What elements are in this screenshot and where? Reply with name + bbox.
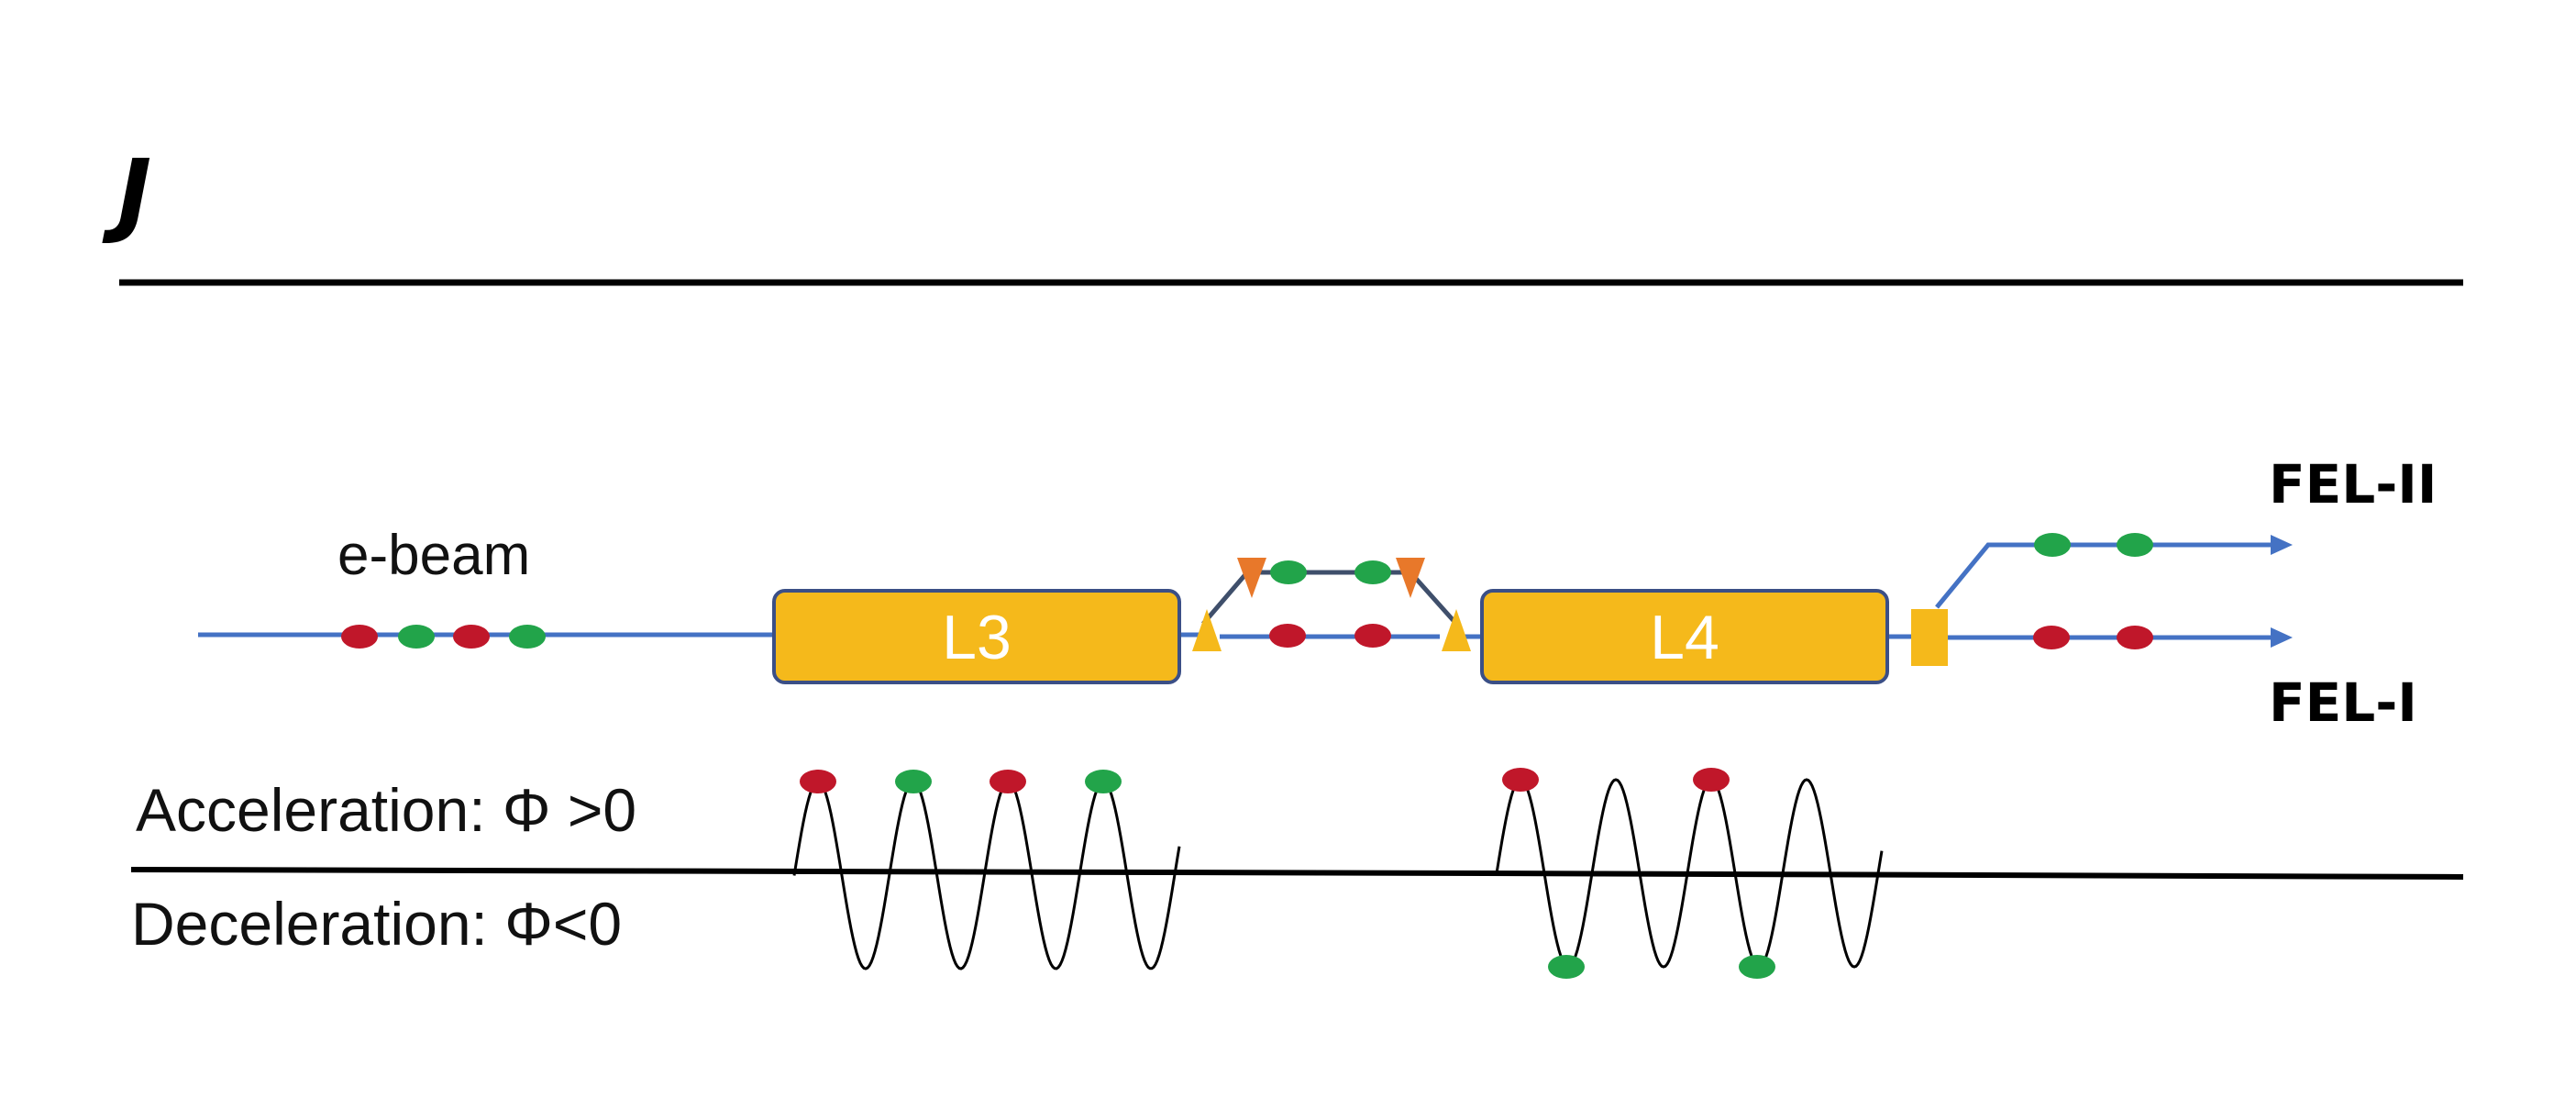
cavity-l4: L4 bbox=[1480, 589, 1889, 684]
dipole-magnet-1 bbox=[1192, 609, 1222, 651]
bunch-red bbox=[1269, 624, 1306, 648]
rf-wave-l3 bbox=[792, 780, 1181, 970]
bunch-green bbox=[1085, 770, 1122, 793]
bunch-red bbox=[1693, 768, 1730, 792]
acceleration-label: Acceleration: Φ >0 bbox=[136, 776, 636, 844]
bunch-red bbox=[989, 770, 1026, 793]
fel-i-label: FEL-I bbox=[2269, 671, 2417, 734]
bunch-green bbox=[1270, 560, 1307, 584]
cavity-l4-label: L4 bbox=[1650, 603, 1719, 672]
cavity-l3: L3 bbox=[772, 589, 1181, 684]
bunch-red bbox=[341, 625, 378, 649]
kicker-magnet bbox=[1911, 609, 1948, 666]
cavity-l3-label: L3 bbox=[942, 603, 1012, 672]
bunch-green bbox=[2117, 533, 2153, 557]
arrowhead-fel-ii bbox=[2271, 535, 2293, 555]
bunch-green bbox=[2034, 533, 2071, 557]
chicane-path bbox=[1201, 570, 1458, 626]
bunch-red bbox=[2033, 626, 2070, 649]
dipole-magnet-3 bbox=[1396, 558, 1425, 598]
fel-ii-label: FEL-II bbox=[2269, 453, 2437, 516]
e-beam-label: e-beam bbox=[337, 524, 530, 587]
arrowhead-fel-i bbox=[2271, 627, 2293, 648]
panel-label: J bbox=[102, 139, 151, 247]
bunch-green bbox=[1739, 955, 1775, 979]
bunch-red bbox=[800, 770, 836, 793]
bunch-green bbox=[509, 625, 546, 649]
dipole-magnet-4 bbox=[1442, 609, 1471, 651]
bunch-green bbox=[1354, 560, 1391, 584]
bunch-red bbox=[2117, 626, 2153, 649]
dipole-magnet-2 bbox=[1237, 558, 1266, 598]
bunch-green bbox=[398, 625, 435, 649]
beamline-fel-ii bbox=[1935, 542, 2274, 609]
deceleration-label: Deceleration: Φ<0 bbox=[131, 890, 622, 958]
bunch-red bbox=[453, 625, 490, 649]
bunch-green bbox=[1548, 955, 1585, 979]
phase-axis bbox=[130, 867, 2464, 880]
bunch-green bbox=[895, 770, 932, 793]
bunch-red bbox=[1502, 768, 1539, 792]
bunch-red bbox=[1354, 624, 1391, 648]
